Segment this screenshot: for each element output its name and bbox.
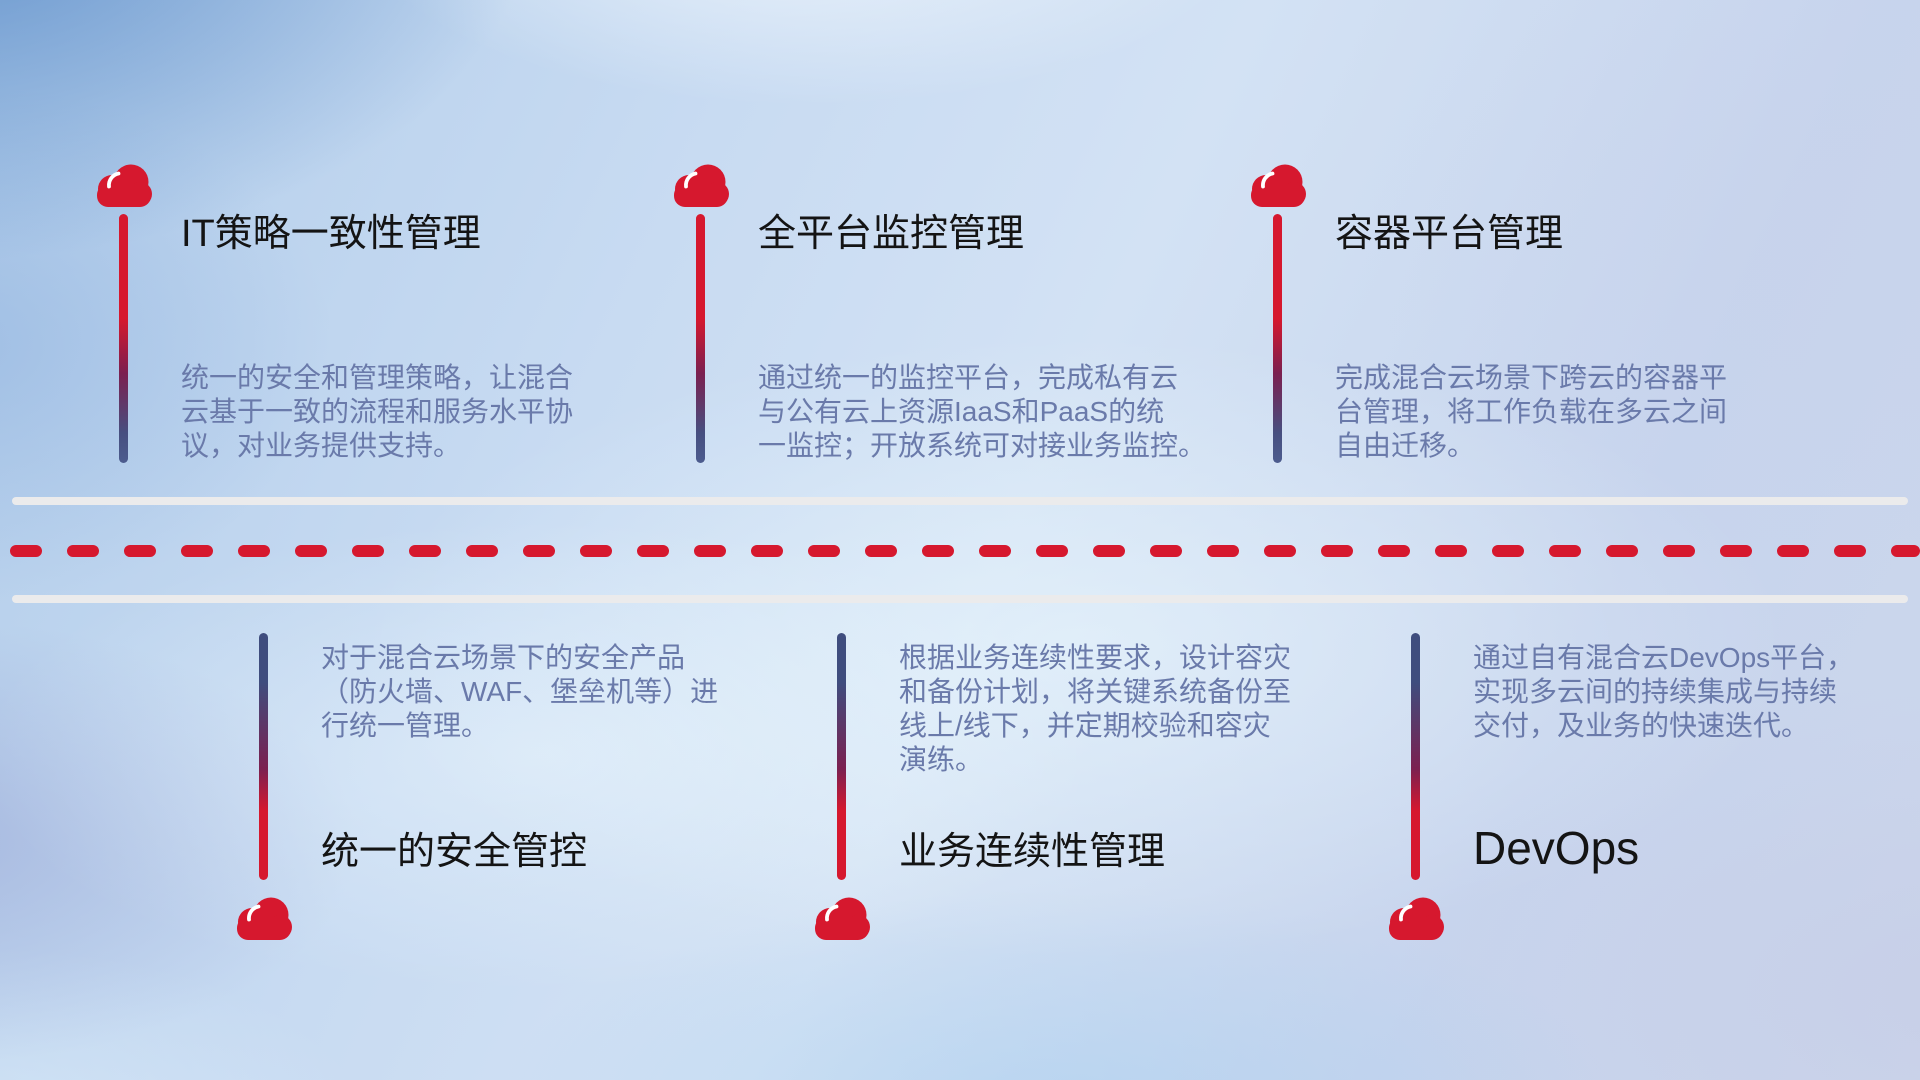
cloud-icon bbox=[674, 164, 729, 207]
road-edge-bottom bbox=[12, 595, 1908, 603]
item-description: 对于混合云场景下的安全产品 （防火墙、WAF、堡垒机等）进 行统一管理。 bbox=[321, 642, 719, 741]
item-description: 通过自有混合云DevOps平台， 实现多云间的持续集成与持续 交付，及业务的快速… bbox=[1473, 642, 1855, 741]
item-title: 业务连续性管理 bbox=[899, 831, 1166, 873]
pole-line bbox=[695, 214, 705, 463]
cloud-icon bbox=[1389, 897, 1444, 940]
pole-line bbox=[836, 633, 846, 880]
item-title: 容器平台管理 bbox=[1335, 213, 1564, 255]
road-edge-top bbox=[12, 497, 1908, 505]
pole-line bbox=[1410, 633, 1420, 880]
road-center-dashed-line bbox=[10, 545, 1920, 557]
pole-line bbox=[258, 633, 268, 880]
cloud-icon bbox=[815, 897, 870, 940]
item-description: 根据业务连续性要求，设计容灾 和备份计划，将关键系统备份至 线上/线下，并定期校… bbox=[899, 642, 1292, 775]
item-title: DevOps bbox=[1473, 822, 1640, 874]
cloud-icon bbox=[1251, 164, 1306, 207]
cloud-icon bbox=[97, 164, 152, 207]
item-title: 统一的安全管控 bbox=[321, 831, 588, 873]
item-description: 统一的安全和管理策略，让混合 云基于一致的流程和服务水平协 议，对业务提供支持。 bbox=[181, 362, 574, 461]
pole-line bbox=[118, 214, 128, 463]
pole-line bbox=[1272, 214, 1282, 463]
cloud-icon bbox=[237, 897, 292, 940]
item-description: 完成混合云场景下跨云的容器平 台管理，将工作负载在多云之间 自由迁移。 bbox=[1335, 362, 1728, 461]
item-title: IT策略一致性管理 bbox=[181, 213, 481, 255]
item-description: 通过统一的监控平台，完成私有云 与公有云上资源IaaS和PaaS的统 一监控；开… bbox=[758, 362, 1207, 461]
item-title: 全平台监控管理 bbox=[758, 213, 1025, 255]
